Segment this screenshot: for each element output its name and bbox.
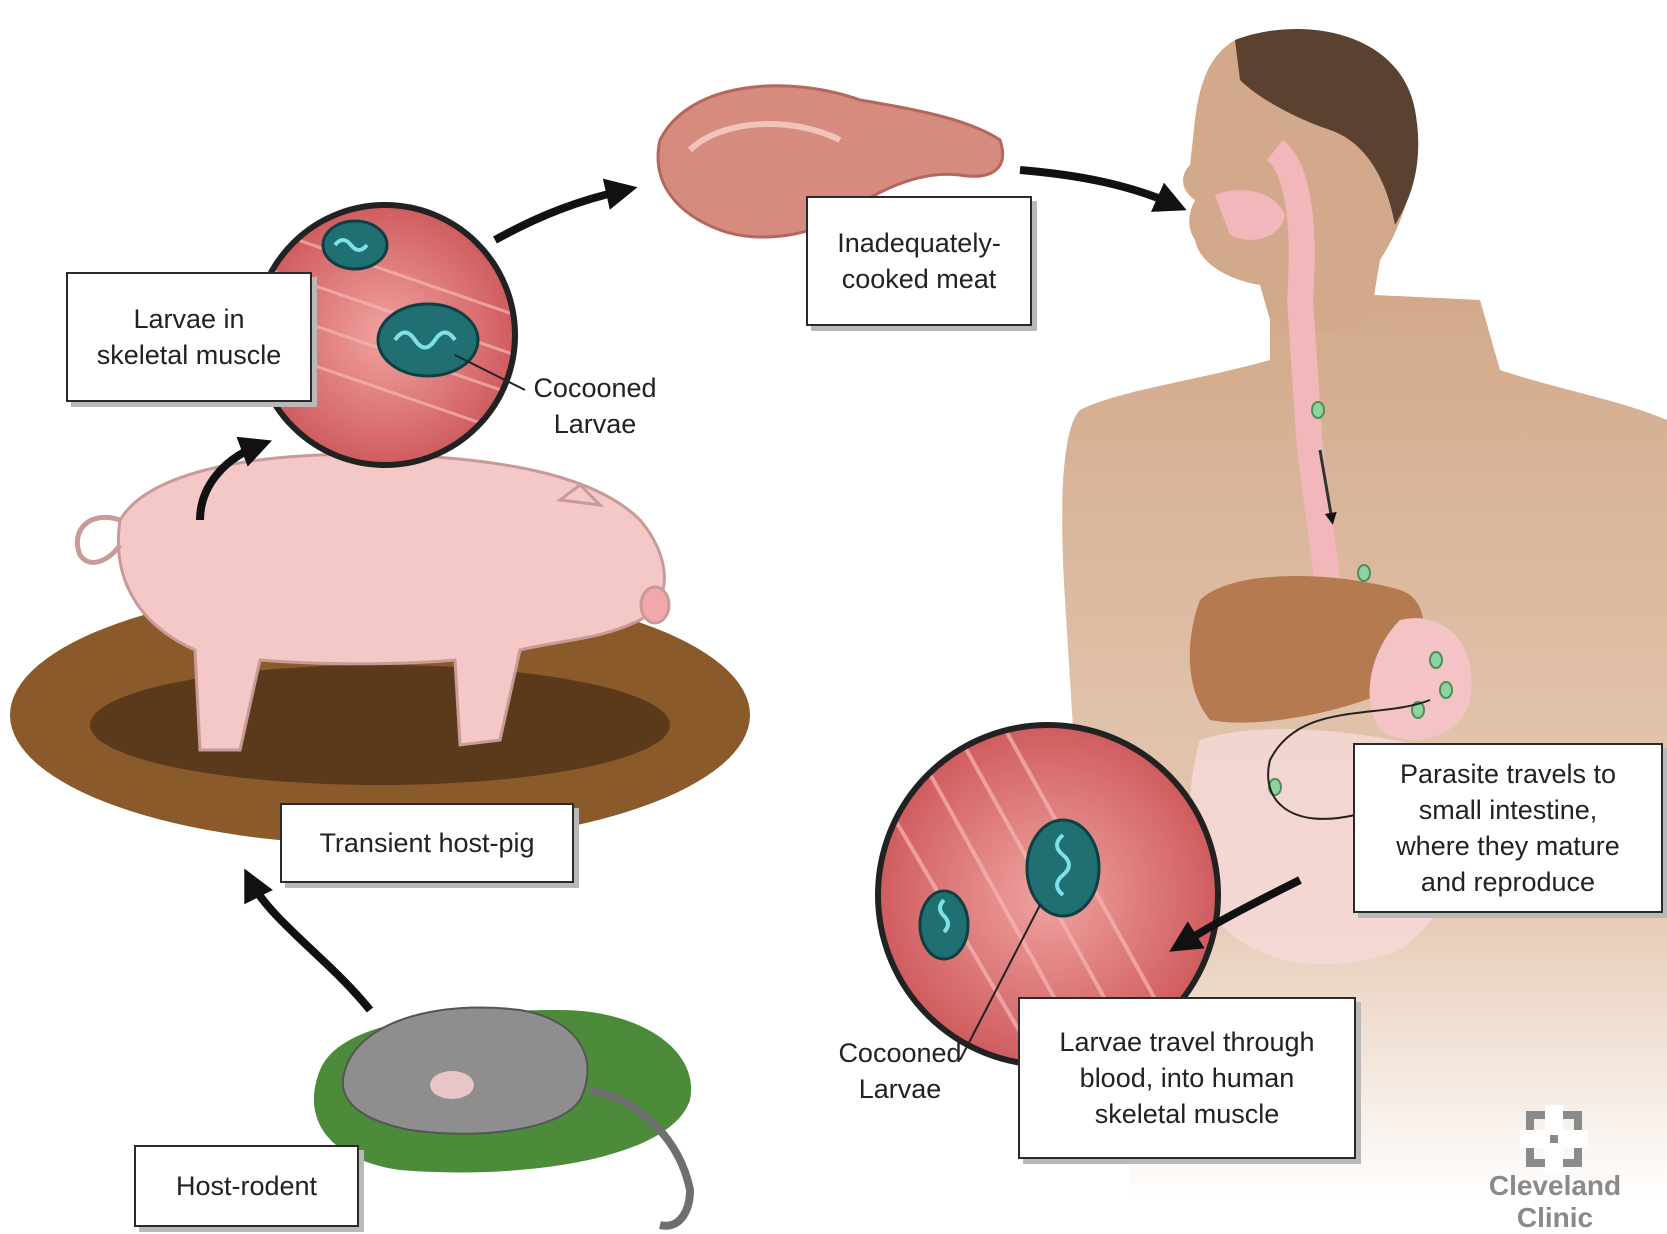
- label-larvae-in-skeletal-muscle: Larvae in skeletal muscle: [66, 272, 312, 402]
- label-cocooned-larvae-top: Cocooned Larvae: [520, 370, 670, 442]
- cleveland-clinic-logo-text: Cleveland Clinic: [1470, 1170, 1640, 1234]
- arrow-meat-to-human: [1020, 170, 1175, 205]
- cocooned-larva: [378, 304, 478, 376]
- label-inadequately-cooked-meat: Inadequately- cooked meat: [806, 196, 1032, 326]
- cocooned-larva: [1027, 820, 1099, 916]
- cocooned-larva: [323, 221, 387, 269]
- label-parasite-travels: Parasite travels to small intestine, whe…: [1353, 743, 1663, 913]
- cleveland-clinic-logo-icon: [1520, 1105, 1588, 1173]
- arrow-muscle-to-meat: [495, 190, 625, 240]
- label-host-rodent: Host-rodent: [134, 1145, 359, 1227]
- arrow-rodent-to-pig: [250, 880, 370, 1010]
- label-cocooned-larvae-bottom: Cocooned Larvae: [820, 1035, 980, 1107]
- label-transient-host-pig: Transient host-pig: [280, 803, 574, 883]
- label-larvae-travel-through-blood: Larvae travel through blood, into human …: [1018, 997, 1356, 1159]
